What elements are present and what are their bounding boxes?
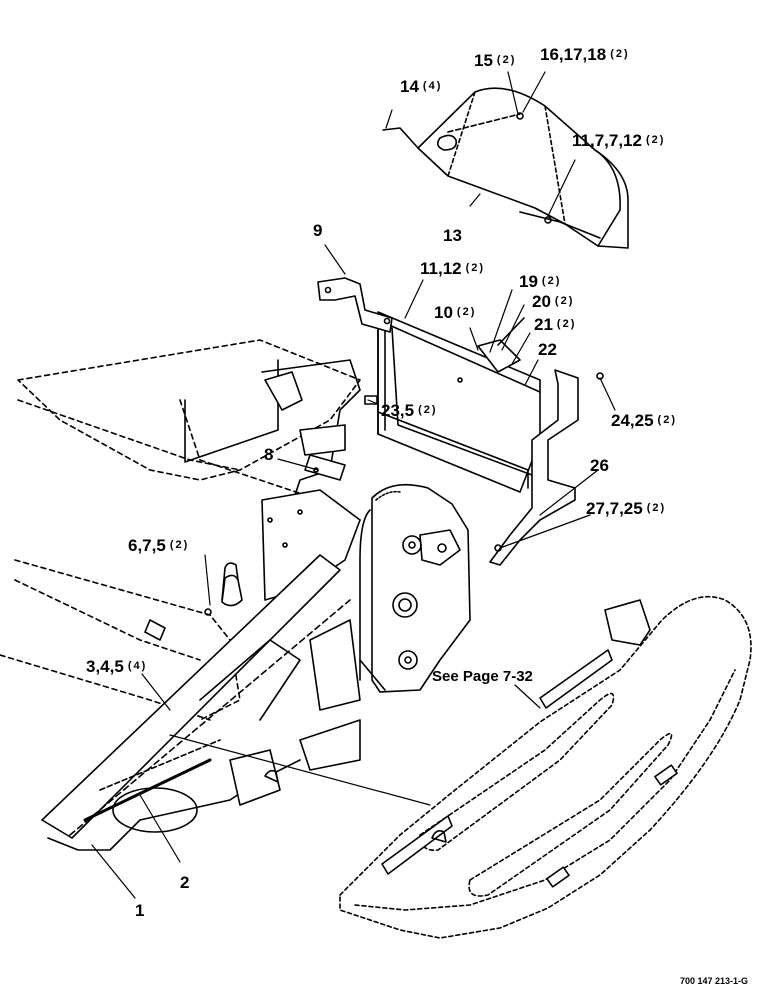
callout-1-number: 1 <box>135 901 145 920</box>
leader-lines <box>91 71 616 899</box>
callout-16-17-18-qty: (2) <box>610 48 630 60</box>
callout-14-qty: (4) <box>422 80 443 92</box>
callout-27-7-25: 27,7,25(2) <box>586 500 666 517</box>
large-drive-shield-part <box>339 596 752 939</box>
callout-22: 22 <box>538 341 557 358</box>
callout-2-number: 2 <box>180 873 190 892</box>
callout-8-number: 8 <box>264 445 274 464</box>
callout-27-7-25-qty: (2) <box>646 502 667 514</box>
callout-6-7-5: 6,7,5(2) <box>128 537 189 554</box>
callout-13: 13 <box>443 227 462 244</box>
large-drive-shield-hardware <box>264 599 678 888</box>
callout-23-5-number: 23,5 <box>381 401 415 420</box>
callout-19-number: 19 <box>519 272 538 291</box>
callout-14: 14(4) <box>400 78 442 95</box>
side-shield-part <box>377 311 541 493</box>
callout-19-qty: (2) <box>541 275 562 287</box>
callout-10: 10(2) <box>434 304 476 321</box>
mounting-bracket-part <box>317 277 393 333</box>
callout-6-7-5-number: 6,7,5 <box>128 536 166 555</box>
callout-9: 9 <box>313 222 322 239</box>
page-reference: See Page 7-32 <box>432 668 533 685</box>
callout-20-number: 20 <box>532 292 551 311</box>
callout-6-7-5-qty: (2) <box>169 539 190 551</box>
callout-3-4-5-number: 3,4,5 <box>86 657 124 676</box>
callout-26-number: 26 <box>590 456 609 475</box>
callout-11-7-7-12-number: 11,7,7,12 <box>572 131 642 150</box>
callout-11-12-number: 11,12 <box>420 259 462 278</box>
callout-8: 8 <box>264 446 273 463</box>
header-frame-part <box>144 359 361 641</box>
callout-10-number: 10 <box>434 303 453 322</box>
callout-24-25-qty: (2) <box>657 414 677 426</box>
callout-11-7-7-12-qty: (2) <box>645 134 666 146</box>
callout-15: 15(2) <box>474 52 516 69</box>
callout-1: 1 <box>135 902 144 919</box>
hardware-part <box>204 112 604 616</box>
callout-2: 2 <box>180 874 189 891</box>
callout-20-qty: (2) <box>554 295 575 307</box>
callout-3-4-5: 3,4,5(4) <box>86 658 147 675</box>
callout-23-5: 23,5(2) <box>381 402 438 419</box>
top-shield-part <box>382 87 629 249</box>
callout-11-12: 11,12(2) <box>420 260 485 277</box>
callout-21-number: 21 <box>534 315 553 334</box>
callout-22-number: 22 <box>538 340 557 359</box>
callout-3-4-5-qty: (4) <box>127 660 148 672</box>
callout-10-qty: (2) <box>456 306 477 318</box>
callout-24-25-number: 24,25 <box>611 411 654 430</box>
callout-21-qty: (2) <box>556 318 577 330</box>
callout-14-number: 14 <box>400 77 419 96</box>
callout-16-17-18: 16,17,18(2) <box>540 46 630 63</box>
callout-16-17-18-number: 16,17,18 <box>540 45 607 64</box>
callout-13-number: 13 <box>443 226 462 245</box>
callout-20: 20(2) <box>532 293 574 310</box>
callout-11-12-qty: (2) <box>465 262 486 274</box>
callout-24-25: 24,25(2) <box>611 412 677 429</box>
callout-15-qty: (2) <box>496 54 517 66</box>
document-number: 700 147 213-1-G <box>680 976 749 986</box>
callout-23-5-qty: (2) <box>418 404 438 416</box>
callout-26: 26 <box>590 457 609 474</box>
callout-11-7-7-12: 11,7,7,12(2) <box>572 132 665 149</box>
callout-9-number: 9 <box>313 221 323 240</box>
lower-frame-part <box>41 554 386 851</box>
callout-15-number: 15 <box>474 51 493 70</box>
callout-27-7-25-number: 27,7,25 <box>586 499 643 518</box>
callout-21: 21(2) <box>534 316 576 333</box>
callout-19: 19(2) <box>519 273 561 290</box>
drive-assembly-part <box>359 483 471 693</box>
